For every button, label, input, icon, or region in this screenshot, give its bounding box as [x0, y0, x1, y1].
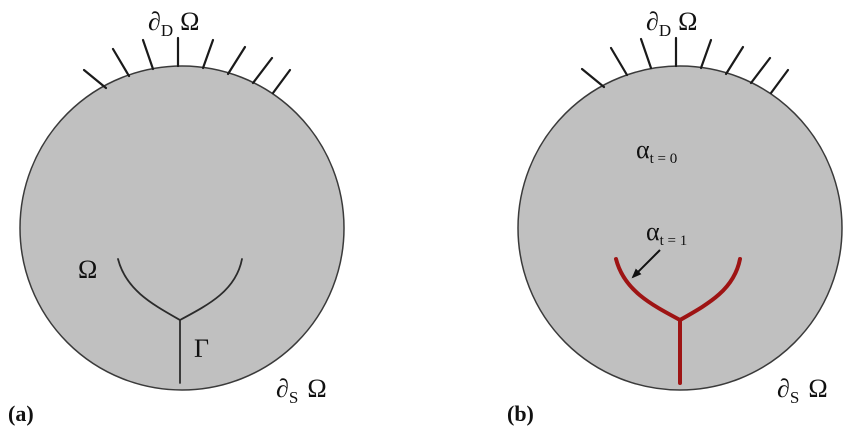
panel-tag-b: (b)	[507, 401, 534, 426]
alpha1-arrow	[631, 249, 661, 279]
crack-right-branch-a	[179, 258, 243, 321]
panel-tag-a: (a)	[8, 401, 34, 426]
alpha0-label: αt = 0	[636, 135, 677, 167]
crack-right-branch-b	[678, 257, 742, 322]
gamma-label-a: Γ	[194, 334, 209, 363]
dirichlet-hatching-b	[580, 36, 790, 95]
omega-label-a: Ω	[78, 255, 97, 284]
crack-a	[117, 258, 243, 384]
domain-disk-a	[19, 65, 345, 391]
crack-b	[614, 257, 742, 385]
crack-left-branch-b	[614, 257, 682, 322]
alpha1-label: αt = 1	[646, 217, 687, 249]
dirichlet-hatching-a	[82, 36, 292, 95]
crack-left-branch-a	[117, 258, 181, 321]
domain-disk-b	[517, 65, 843, 391]
